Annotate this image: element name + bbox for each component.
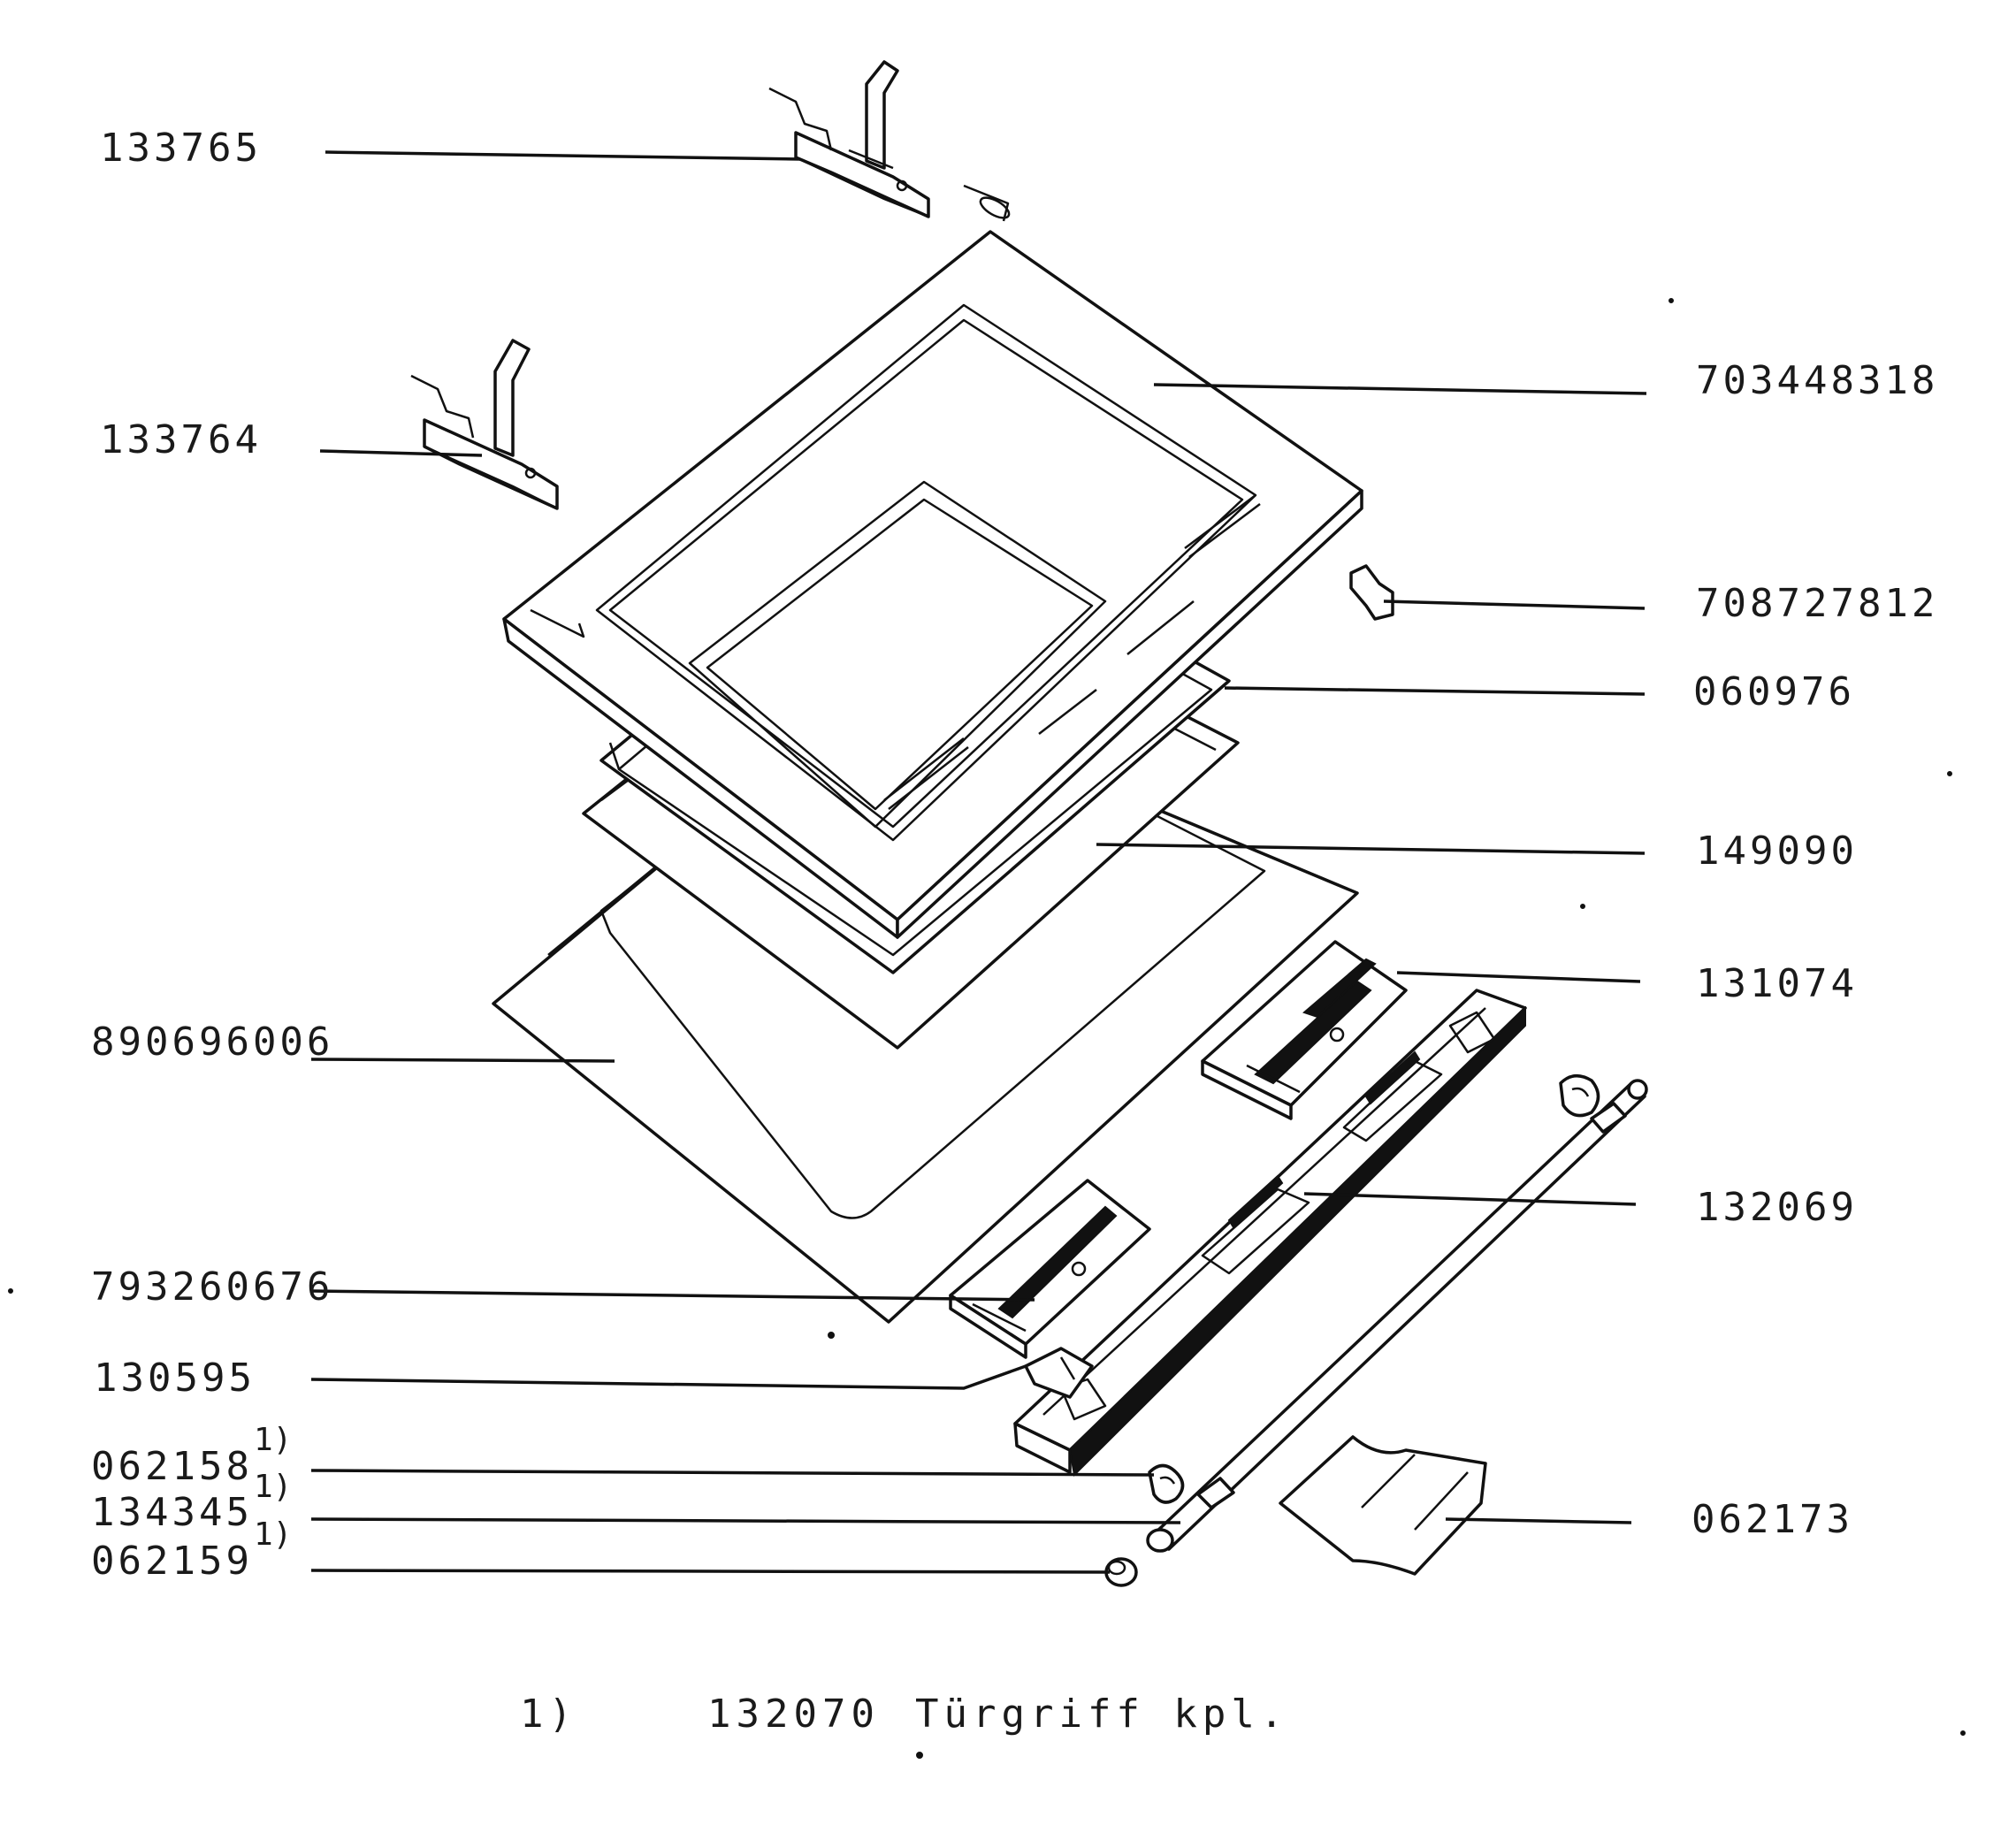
label-060976: 060976 (1693, 669, 1855, 714)
handle-bar-drawing (1013, 989, 1527, 1478)
leader-703448318 (1153, 383, 1647, 395)
leader-062159 (310, 1569, 1111, 1574)
label-890696006: 890696006 (91, 1020, 333, 1065)
label-134345: 134345 (91, 1490, 253, 1535)
leader-133764 (319, 449, 483, 457)
leader-793260676 (310, 1289, 1035, 1302)
leader-062173 (1445, 1517, 1632, 1524)
label-793260676: 793260676 (91, 1264, 333, 1310)
label-703448318: 703448318 (1696, 358, 1938, 403)
latch-drawing (1024, 1347, 1094, 1399)
footnote-mark-062159: 1) (254, 1516, 292, 1553)
label-130595: 130595 (94, 1356, 256, 1401)
leader-132069 (1303, 1192, 1637, 1206)
footnote-mark-062158: 1) (254, 1422, 292, 1458)
leader-062158 (310, 1469, 1155, 1477)
clip-drawing (1349, 564, 1394, 621)
leader-133765 (325, 150, 801, 161)
leader-708727812 (1383, 600, 1646, 610)
handle-bracket-left-drawing (949, 1179, 1151, 1359)
scan-specks (8, 298, 1966, 1759)
footnote: 1) 132070 Türgriff kpl. (520, 1692, 1288, 1737)
footnote-markers: 1) 1) 1) (254, 1422, 292, 1553)
leader-890696006 (310, 1058, 615, 1063)
footnote-part-number: 132070 (707, 1692, 880, 1737)
end-plug-drawing (1104, 1557, 1138, 1587)
handle-cap-right-drawing (1559, 1074, 1600, 1118)
handle-bracket-right-drawing (1201, 940, 1408, 1120)
label-133765: 133765 (100, 126, 262, 171)
footnote-marker: 1) (520, 1692, 577, 1737)
footnote-description: Türgriff kpl. (915, 1692, 1288, 1737)
label-132069: 132069 (1696, 1185, 1858, 1230)
instruction-leaflet-drawing (1279, 1435, 1487, 1576)
label-149090: 149090 (1696, 829, 1858, 874)
leader-149090 (1096, 843, 1646, 855)
label-062158: 062158 (91, 1444, 253, 1489)
leader-060976 (1224, 686, 1646, 696)
part-labels: 133765 133764 703448318 708727812 060976… (91, 126, 1938, 1584)
leader-131074 (1396, 971, 1641, 983)
label-708727812: 708727812 (1696, 581, 1938, 626)
leader-130595 (310, 1364, 1027, 1390)
label-062173: 062173 (1691, 1497, 1853, 1542)
door-frame-drawing (502, 184, 1363, 939)
leader-134345 (310, 1517, 1181, 1524)
label-131074: 131074 (1696, 961, 1858, 1006)
handle-cap-left-drawing (1148, 1463, 1185, 1504)
leader-lines (310, 150, 1647, 1574)
footnote-mark-134345: 1) (254, 1469, 292, 1505)
hinge-lower-drawing (410, 339, 559, 510)
label-062159: 062159 (91, 1539, 253, 1584)
label-133764: 133764 (100, 417, 262, 462)
hinge-upper-drawing (768, 60, 930, 218)
